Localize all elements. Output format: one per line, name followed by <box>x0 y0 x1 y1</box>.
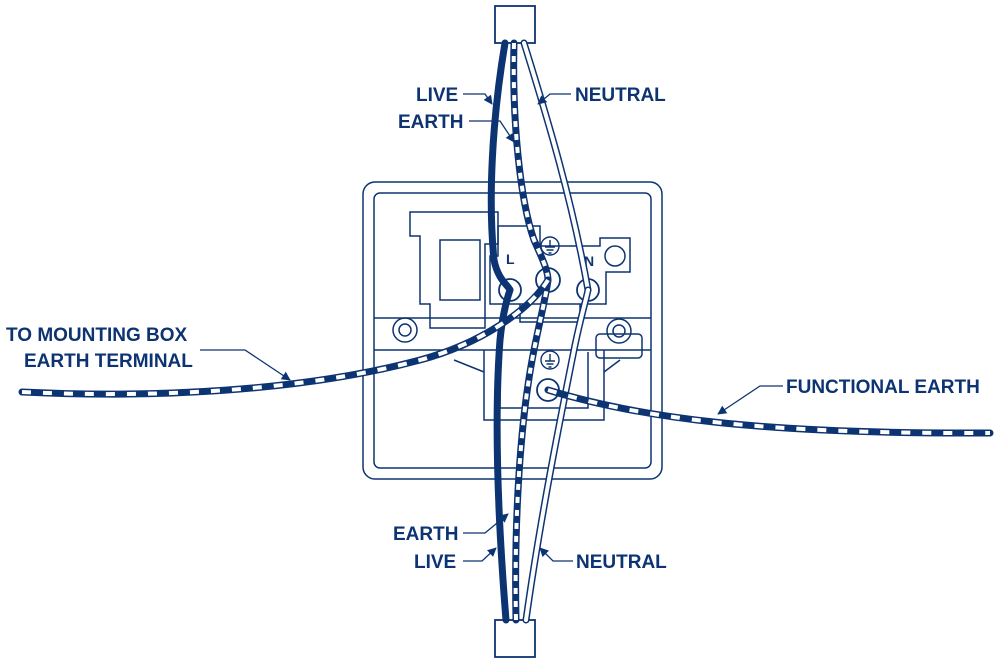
bottom-cable-box <box>494 619 536 658</box>
label-live-bottom: LIVE <box>414 552 456 573</box>
functional-earth-wire <box>544 386 994 437</box>
label-earth-bottom: EARTH <box>393 524 458 545</box>
leader-lines <box>200 93 783 562</box>
earth-wire-top <box>510 39 552 284</box>
mounting-box-earth-wire <box>18 276 552 398</box>
live-wire-bottom <box>493 286 514 624</box>
earth-wire-bottom <box>512 276 552 624</box>
label-functional-earth: FUNCTIONAL EARTH <box>786 377 980 398</box>
label-live-top: LIVE <box>416 85 458 106</box>
label-neutral-bottom: NEUTRAL <box>576 552 667 573</box>
switch-faceplate <box>362 181 663 480</box>
neutral-wire-top <box>520 39 592 294</box>
neutral-terminal-letter: N <box>584 253 594 269</box>
label-mounting-line1: TO MOUNTING BOX <box>6 325 188 346</box>
label-neutral-top: NEUTRAL <box>575 85 666 106</box>
mounting-screw-right <box>606 318 632 344</box>
earth-symbol-icon <box>540 236 560 256</box>
terminal-mount-hole <box>604 245 626 267</box>
live-wire-top <box>487 39 514 294</box>
mounting-screw-left <box>392 317 418 343</box>
live-terminal-letter: L <box>506 251 515 267</box>
earth-symbol-icon <box>540 350 560 370</box>
label-earth-top: EARTH <box>398 112 463 133</box>
label-mounting-line2: EARTH TERMINAL <box>24 351 193 372</box>
top-cable-box <box>494 5 536 44</box>
